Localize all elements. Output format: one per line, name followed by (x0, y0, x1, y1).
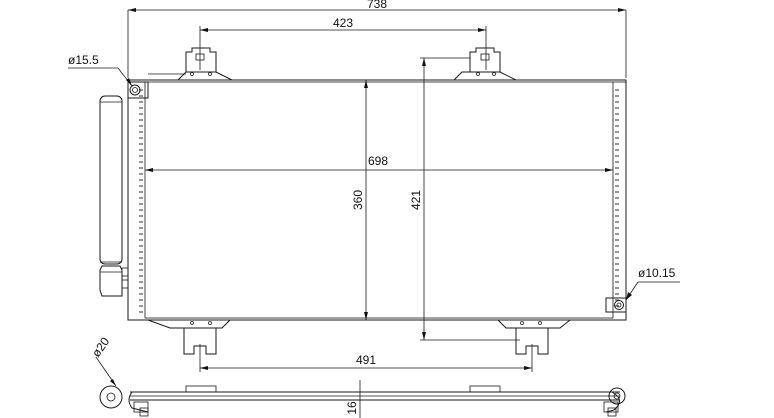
dimension-core-width: 698 (145, 154, 613, 172)
side-view (128, 385, 620, 417)
bottom-bracket-right (497, 319, 571, 355)
bottom-bracket-left (147, 319, 231, 355)
dimension-depth-label: 16 (345, 401, 359, 415)
dimension-bottom-mount-spacing-label: 491 (356, 353, 376, 367)
dimension-overall-width-label: 738 (367, 0, 387, 11)
inlet-diameter-label: ø15.5 (68, 53, 99, 67)
dimension-core-height-label: 360 (351, 190, 365, 210)
dimension-depth: 16 (345, 380, 361, 418)
top-bracket-left (148, 47, 233, 81)
right-tank-fins (615, 89, 619, 313)
dimension-overall-height: 421 (409, 57, 520, 341)
dimension-core-width-label: 698 (368, 154, 388, 168)
dimension-bracket-spacing: 423 (199, 16, 487, 70)
condenser-core (127, 79, 627, 321)
dimension-overall-width: 738 (127, 0, 627, 78)
dimension-core-height: 360 (351, 80, 368, 320)
outlet-diameter-label: ø10.15 (638, 266, 676, 280)
receiver-end-view: ø20 (89, 334, 626, 409)
receiver-diameter-label: ø20 (89, 334, 113, 359)
inlet-fitting: ø15.5 (68, 53, 149, 99)
dimension-bottom-mount-spacing: 491 (199, 344, 533, 372)
top-bracket-right (453, 47, 614, 81)
outlet-fitting: ø10.15 (605, 266, 680, 313)
dimension-bracket-spacing-label: 423 (333, 16, 353, 30)
left-tank-fins (139, 89, 143, 313)
receiver-drier (99, 95, 129, 297)
dimension-overall-height-label: 421 (409, 190, 423, 210)
